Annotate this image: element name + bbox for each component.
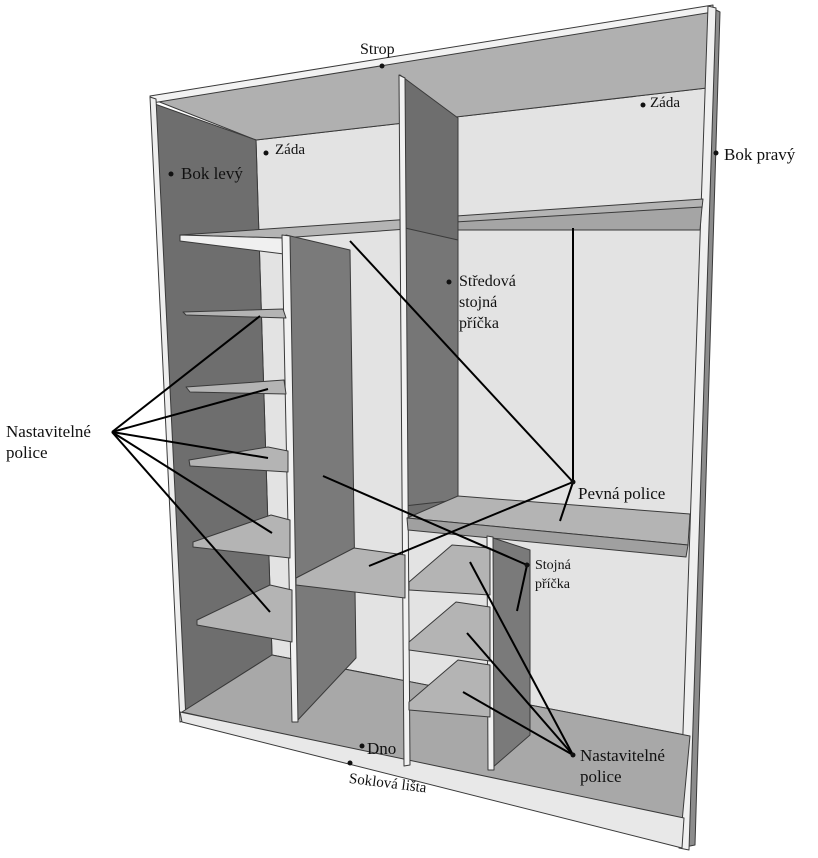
right-shelf-1 bbox=[408, 544, 491, 596]
leader-divider-1 bbox=[322, 475, 528, 566]
strop-dot bbox=[379, 63, 385, 69]
bok-levy-dot bbox=[168, 171, 174, 177]
left-shelf-1 bbox=[182, 308, 287, 319]
left-shelf-4 bbox=[192, 514, 291, 559]
left-divider-front bbox=[281, 234, 299, 723]
dno-dot bbox=[359, 743, 365, 749]
label-stredova-line3: příčka bbox=[459, 315, 499, 332]
label-zada-left: Záda bbox=[275, 142, 305, 158]
label-stredova-line2: stojná bbox=[459, 294, 498, 311]
label-nastavitelne-left-line2: police bbox=[6, 443, 48, 462]
leader-right-2 bbox=[466, 632, 574, 756]
leader-left-5 bbox=[111, 431, 271, 613]
leader-left-3 bbox=[111, 431, 269, 459]
zada-right-dot bbox=[640, 102, 646, 108]
lower-fixed-shelf-front bbox=[406, 517, 689, 558]
label-bok-pravy: Bok pravý bbox=[724, 145, 796, 164]
label-stojna-line1: Stojná bbox=[535, 558, 571, 573]
label-dno: Dno bbox=[367, 739, 397, 758]
leader-fixed-1 bbox=[349, 240, 574, 483]
label-stojna-pricka: Stojná příčka bbox=[535, 556, 571, 594]
leader-right-1 bbox=[469, 561, 574, 756]
pevna-dot bbox=[570, 479, 576, 485]
leader-fixed-3 bbox=[559, 481, 574, 522]
label-zada-right: Záda bbox=[650, 95, 680, 111]
right-side-front-edge bbox=[678, 5, 717, 851]
label-nastavitelne-right-line1: Nastavitelné bbox=[580, 746, 665, 765]
label-stredova-line1: Středová bbox=[459, 273, 516, 290]
leader-divider-2 bbox=[516, 564, 528, 612]
right-shelf-2 bbox=[408, 601, 491, 662]
leader-fixed-4 bbox=[368, 481, 574, 567]
label-bok-levy: Bok levý bbox=[181, 164, 243, 183]
central-divider-front-edge bbox=[398, 74, 411, 767]
small-divider-side bbox=[489, 536, 531, 769]
stredova-dot bbox=[446, 279, 452, 285]
left-shelf-5 bbox=[196, 584, 293, 643]
leader-lines bbox=[111, 228, 574, 756]
bok-pravy-dot bbox=[713, 150, 719, 156]
right-shelf-3 bbox=[408, 659, 491, 718]
label-strop: Strop bbox=[360, 41, 395, 58]
zada-left-dot bbox=[263, 150, 269, 156]
leader-left-4 bbox=[111, 431, 273, 534]
sokl-dot bbox=[347, 760, 353, 766]
wardrobe-body bbox=[149, 4, 721, 851]
label-nastavitelne-left-line1: Nastavitelné bbox=[6, 422, 91, 441]
label-stredova-pricka: Středová stojná příčka bbox=[459, 271, 516, 334]
label-nastavitelne-left: Nastavitelné police bbox=[6, 421, 91, 463]
leader-right-3 bbox=[462, 691, 574, 756]
label-pevna-police: Pevná police bbox=[578, 484, 666, 503]
middle-shelf bbox=[295, 547, 406, 599]
central-divider-lower-side bbox=[403, 227, 459, 507]
nastavitelne-right-dot bbox=[570, 752, 576, 758]
plinth-strip bbox=[179, 711, 685, 849]
stojna-dot bbox=[524, 562, 530, 568]
leader-left-1 bbox=[111, 315, 261, 433]
label-nastavitelne-right-line2: police bbox=[580, 767, 622, 786]
left-shelf-3 bbox=[188, 446, 289, 473]
leader-left-2 bbox=[111, 388, 269, 433]
label-nastavitelne-right: Nastavitelné police bbox=[580, 745, 665, 787]
label-stojna-line2: příčka bbox=[535, 577, 570, 592]
